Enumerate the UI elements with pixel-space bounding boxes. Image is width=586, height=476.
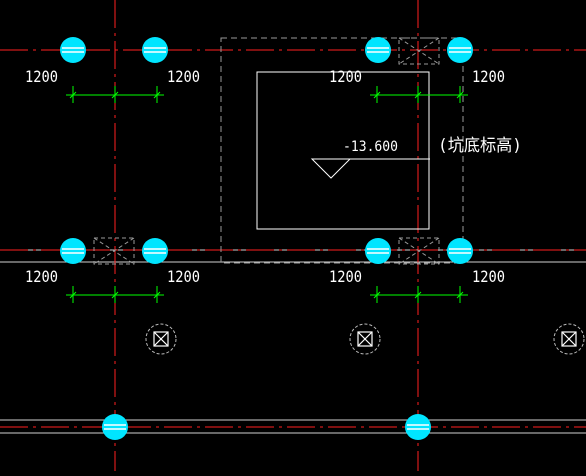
dimension-line (370, 86, 468, 103)
circle-pile-icon[interactable] (142, 37, 168, 63)
circle-pile-icon[interactable] (405, 414, 431, 440)
circle-pile-icon[interactable] (365, 238, 391, 264)
column-marker-icon[interactable] (553, 323, 585, 355)
column-marker-icon[interactable] (145, 323, 177, 355)
circle-pile-icon[interactable] (102, 414, 128, 440)
pit-elevation-value: -13.600 (343, 139, 398, 155)
circle-pile-icon[interactable] (365, 37, 391, 63)
dimension-line (370, 286, 468, 303)
circle-pile-icon[interactable] (60, 238, 86, 264)
dimension-label: 1200 (329, 267, 362, 286)
elevation-marker: -13.600 (坑底标高) (310, 136, 522, 179)
dimension-label: 1200 (167, 267, 200, 286)
circle-pile-icon[interactable] (60, 37, 86, 63)
dimension-line (66, 86, 164, 103)
dimension-label: 1200 (329, 67, 362, 86)
dimension-line (66, 286, 164, 303)
pit-bottom-outline (256, 71, 430, 230)
pile-markers (60, 37, 473, 440)
pit-outline (220, 37, 464, 264)
cross-box-icon (398, 37, 440, 65)
circle-pile-icon[interactable] (447, 37, 473, 63)
pit-elevation-note: (坑底标高) (438, 136, 522, 156)
circle-pile-icon[interactable] (142, 238, 168, 264)
cross-box-icon (398, 237, 440, 265)
dimension-label: 1200 (25, 267, 58, 286)
cross-box-icon (93, 237, 135, 265)
circle-pile-icon[interactable] (447, 238, 473, 264)
dimension-label: 1200 (472, 67, 505, 86)
dimension-label: 1200 (167, 67, 200, 86)
dimension-label: 1200 (25, 67, 58, 86)
elevation-triangle-icon (310, 158, 352, 179)
column-marker-icon[interactable] (349, 323, 381, 355)
dimension-label: 1200 (472, 267, 505, 286)
